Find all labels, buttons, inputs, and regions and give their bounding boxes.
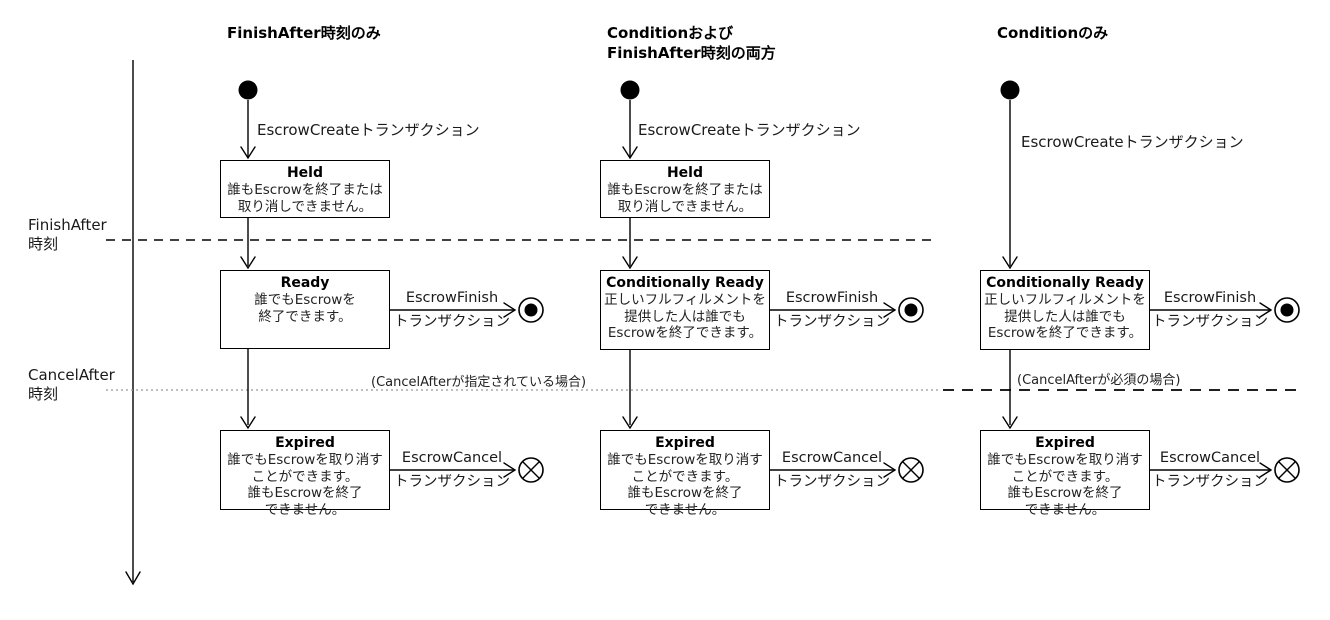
finish-transition-line1: EscrowFinish: [785, 290, 879, 306]
finish-transition-line1: EscrowFinish: [1163, 290, 1257, 306]
state-body: 誰でもEscrowを 終了できます。: [254, 292, 356, 325]
cancel-transition-label: EscrowCancel トランザクション: [390, 449, 514, 492]
cancel-transition-label: EscrowCancel トランザクション: [1148, 449, 1272, 492]
initial-state-icon: [620, 80, 640, 100]
state-body: 正しいフルフィルメントを 提供した人は誰でも Escrowを終了できます。: [984, 292, 1146, 341]
state-box-expired: Expired 誰でもEscrowを取り消す ことができます。 誰もEscrow…: [980, 430, 1150, 518]
cancel-transition-line1: EscrowCancel: [1159, 450, 1261, 466]
create-transition-label: EscrowCreateトランザクション: [638, 121, 861, 139]
state-box-conditionally-ready: Conditionally Ready 正しいフルフィルメントを 提供した人は誰…: [980, 270, 1150, 350]
column-header-condition-and-finishafter: Conditionおよび FinishAfter時刻の両方: [607, 24, 776, 62]
state-title: Conditionally Ready: [606, 275, 764, 291]
terminate-state-icon: [898, 457, 924, 483]
note-cancelafter-specified: (CancelAfterが指定されている場合): [371, 375, 587, 390]
ready-to-expired-arrow: [1002, 350, 1018, 430]
held-to-ready-arrow: [240, 218, 256, 270]
state-title: Held: [666, 165, 704, 181]
state-title: Expired: [1035, 435, 1095, 451]
state-title: Expired: [655, 435, 715, 451]
state-body: 誰もEscrowを終了または 取り消しできません。: [607, 182, 763, 215]
finish-transition-label: EscrowFinish トランザクション: [770, 289, 894, 332]
cancel-arrow: [770, 462, 897, 478]
cancelafter-time-label: CancelAfter 時刻: [28, 366, 115, 403]
final-state-icon: [518, 297, 544, 323]
finish-arrow: [390, 302, 517, 318]
state-title: Ready: [280, 275, 330, 291]
create-transition-label: EscrowCreateトランザクション: [257, 121, 480, 139]
state-box-conditionally-ready: Conditionally Ready 正しいフルフィルメントを 提供した人は誰…: [600, 270, 770, 350]
state-body: 誰でもEscrowを取り消す ことができます。 誰もEscrowを終了 できませ…: [607, 452, 763, 518]
create-arrow: [240, 100, 256, 160]
state-body: 誰でもEscrowを取り消す ことができます。 誰もEscrowを終了 できませ…: [987, 452, 1143, 518]
state-box-expired: Expired 誰でもEscrowを取り消す ことができます。 誰もEscrow…: [220, 430, 390, 518]
create-arrow: [622, 100, 638, 160]
state-box-expired: Expired 誰でもEscrowを取り消す ことができます。 誰もEscrow…: [600, 430, 770, 518]
state-title: Conditionally Ready: [986, 275, 1144, 291]
ready-to-expired-arrow: [240, 349, 256, 430]
state-title: Expired: [275, 435, 335, 451]
terminate-state-icon: [518, 457, 544, 483]
create-transition-label: EscrowCreateトランザクション: [1021, 133, 1244, 151]
state-body: 誰でもEscrowを取り消す ことができます。 誰もEscrowを終了 できませ…: [227, 452, 383, 518]
finishafter-time-label: FinishAfter 時刻: [28, 216, 107, 253]
cancel-arrow: [1150, 462, 1273, 478]
cancel-transition-line2: トランザクション: [774, 474, 890, 490]
finish-transition-line2: トランザクション: [394, 314, 510, 330]
final-state-icon: [898, 297, 924, 323]
column-header-finishafter-only: FinishAfter時刻のみ: [227, 24, 381, 42]
note-cancelafter-required: (CancelAfterが必須の場合): [1017, 373, 1181, 388]
finish-arrow: [1150, 302, 1273, 318]
initial-state-icon: [1000, 80, 1020, 100]
cancel-transition-label: EscrowCancel トランザクション: [770, 449, 894, 492]
terminate-state-icon: [1274, 457, 1300, 483]
cancel-transition-line1: EscrowCancel: [401, 450, 503, 466]
held-to-ready-arrow: [622, 218, 638, 270]
state-body: 正しいフルフィルメントを 提供した人は誰でも Escrowを終了できます。: [604, 292, 766, 341]
finish-arrow: [770, 302, 897, 318]
finish-transition-line2: トランザクション: [1152, 314, 1268, 330]
initial-state-icon: [238, 80, 258, 100]
state-box-ready: Ready 誰でもEscrowを 終了できます。: [220, 270, 390, 349]
timeline-axis-arrow: [125, 60, 141, 586]
finish-transition-label: EscrowFinish トランザクション: [1148, 289, 1272, 332]
state-title: Held: [286, 165, 324, 181]
finish-transition-line2: トランザクション: [774, 314, 890, 330]
state-box-held: Held 誰もEscrowを終了または 取り消しできません。: [220, 160, 390, 218]
cancel-transition-line2: トランザクション: [394, 474, 510, 490]
create-arrow: [1002, 100, 1018, 270]
cancel-transition-line1: EscrowCancel: [781, 450, 883, 466]
cancel-transition-line2: トランザクション: [1152, 474, 1268, 490]
final-state-icon: [1274, 297, 1300, 323]
state-box-held: Held 誰もEscrowを終了または 取り消しできません。: [600, 160, 770, 218]
finish-transition-line1: EscrowFinish: [405, 290, 499, 306]
cancel-arrow: [390, 462, 517, 478]
column-header-condition-only: Conditionのみ: [997, 24, 1109, 42]
finish-transition-label: EscrowFinish トランザクション: [390, 289, 514, 332]
state-body: 誰もEscrowを終了または 取り消しできません。: [227, 182, 383, 215]
ready-to-expired-arrow: [622, 350, 638, 430]
